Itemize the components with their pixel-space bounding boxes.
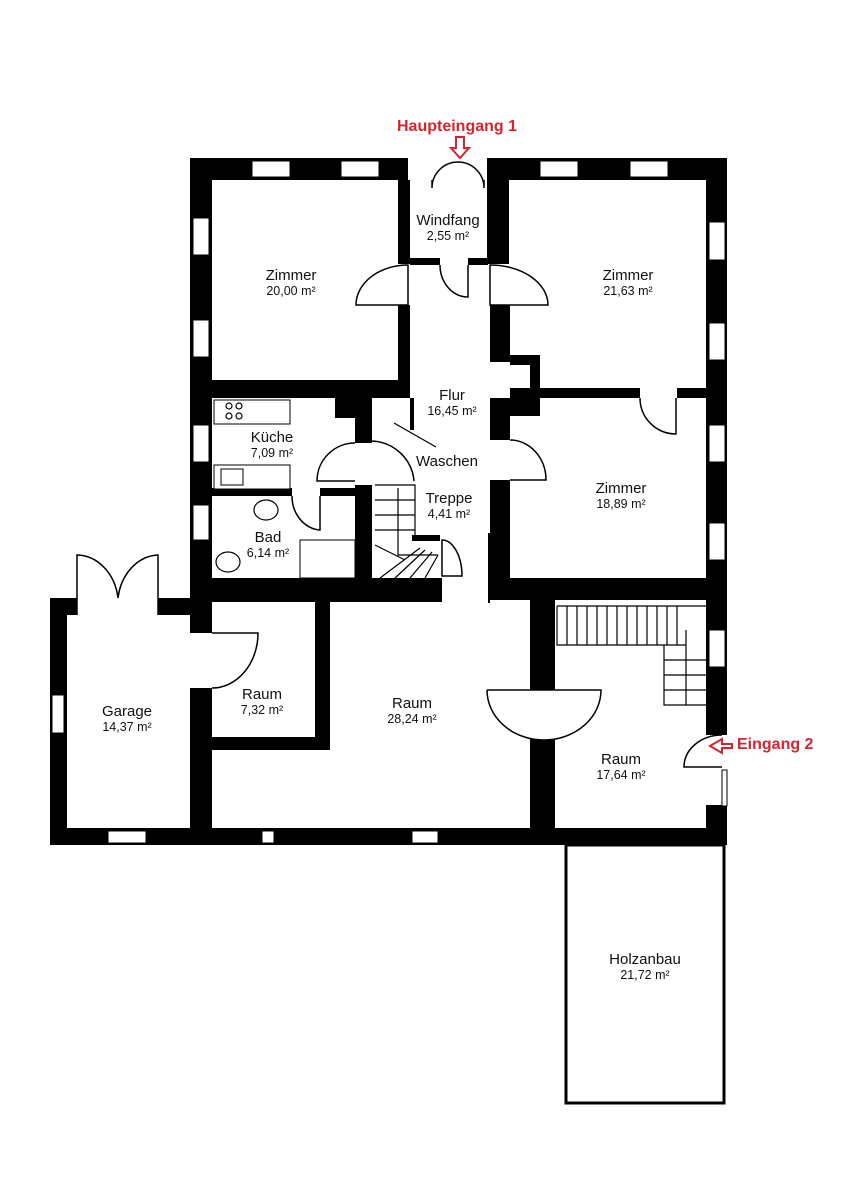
- entrance-label-main: Haupteingang 1: [397, 118, 518, 135]
- stairs: [374, 484, 706, 706]
- doors: [76, 161, 723, 768]
- entrance-arrows: [448, 136, 733, 755]
- holzanbau-outline: [564, 843, 726, 1105]
- entrance-label-2: Eingang 2: [737, 736, 814, 753]
- annotation-waschen: Waschen: [416, 453, 478, 470]
- fixtures: [213, 399, 437, 579]
- windows: [51, 160, 728, 844]
